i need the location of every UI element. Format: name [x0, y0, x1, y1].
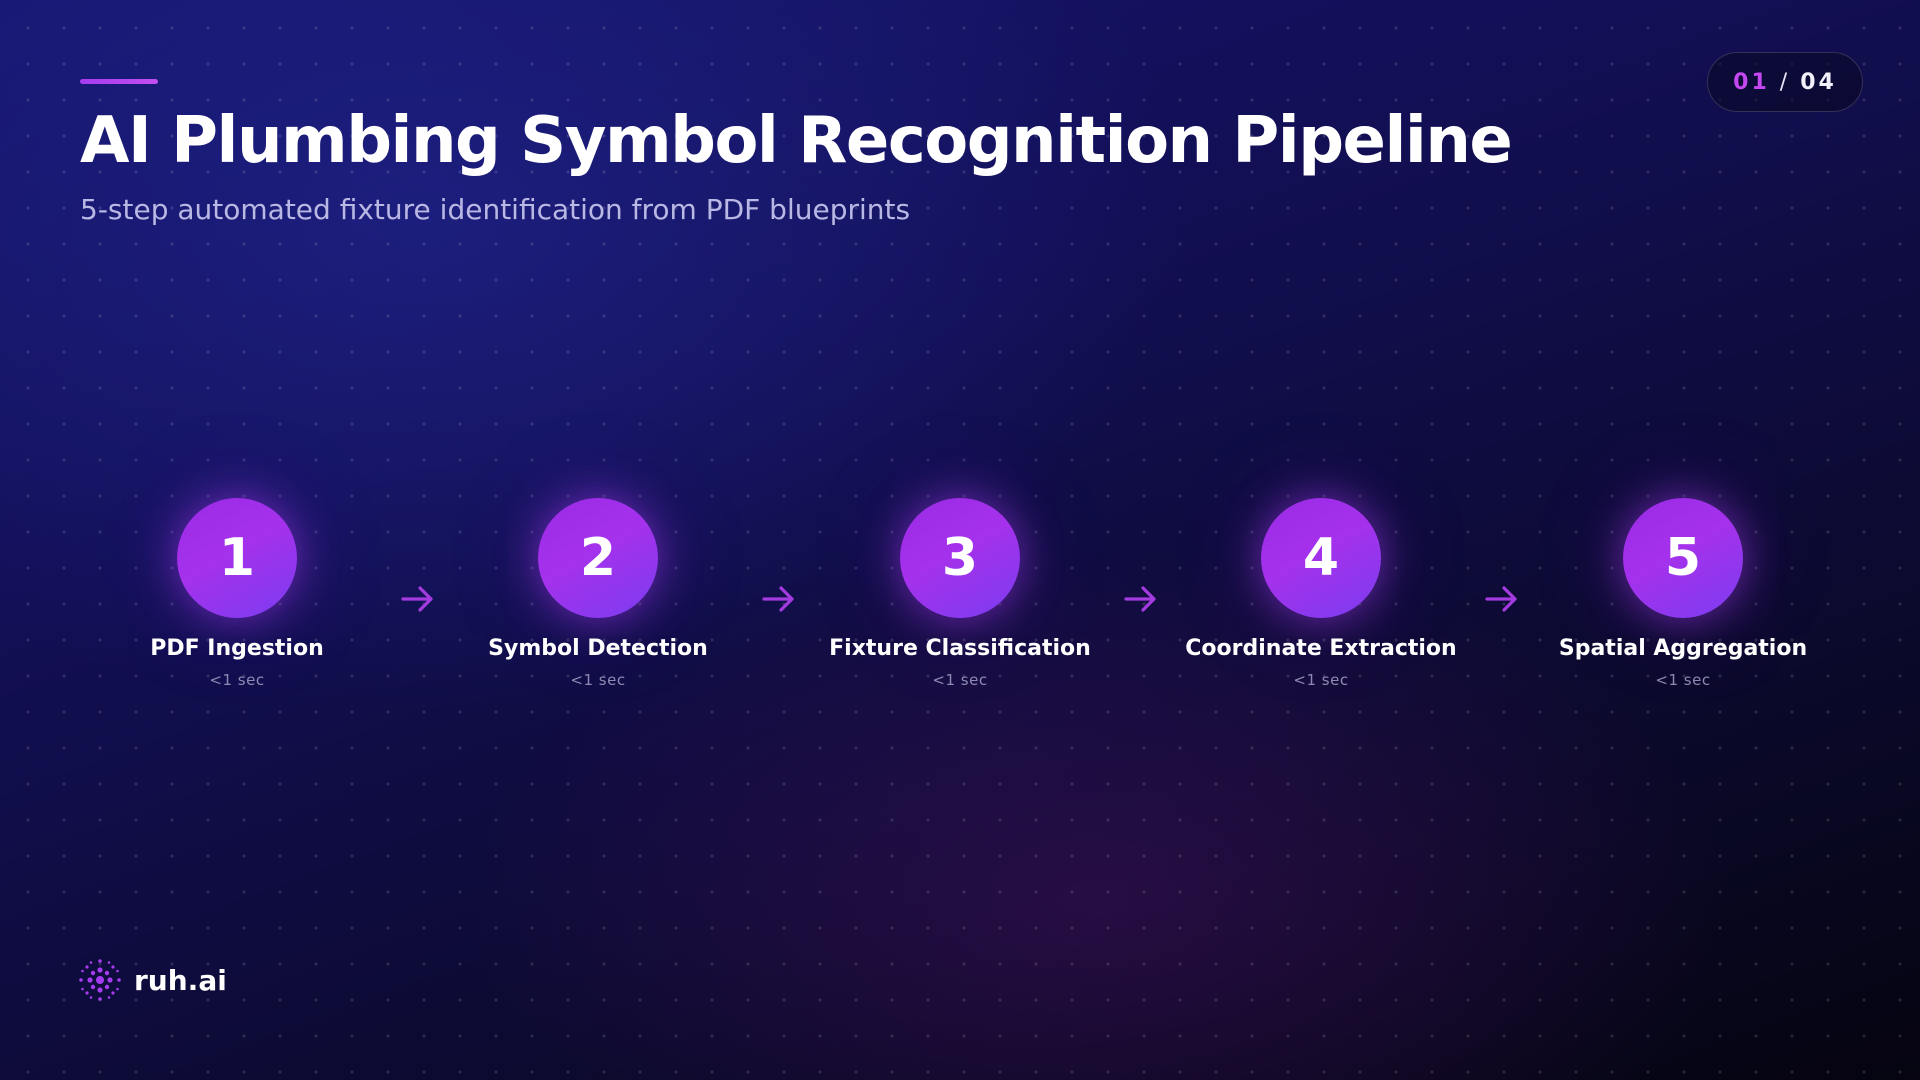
pipeline-step-4: 4 Coordinate Extraction <1 sec [1171, 498, 1471, 689]
page-separator: / [1779, 69, 1791, 95]
step-duration: <1 sec [1293, 671, 1349, 689]
step-number-circle: 2 [538, 498, 658, 618]
page-total: 04 [1800, 69, 1837, 95]
step-duration: <1 sec [932, 671, 988, 689]
step-duration: <1 sec [1655, 671, 1711, 689]
title-accent-bar [80, 79, 158, 84]
arrow-right-icon [762, 586, 794, 612]
arrow-right-icon [1485, 586, 1517, 612]
page-counter: 01 / 04 [1707, 52, 1863, 112]
pipeline-step-2: 2 Symbol Detection <1 sec [448, 498, 748, 689]
step-number-circle: 3 [900, 498, 1020, 618]
step-duration: <1 sec [570, 671, 626, 689]
pipeline-step-1: 1 PDF Ingestion <1 sec [87, 498, 387, 689]
pipeline-step-3: 3 Fixture Classification <1 sec [810, 498, 1110, 689]
pipeline-step-5: 5 Spatial Aggregation <1 sec [1533, 498, 1833, 689]
ruh-logo-icon [79, 959, 121, 1001]
step-label: PDF Ingestion [150, 636, 324, 661]
step-label: Coordinate Extraction [1185, 636, 1457, 661]
step-number-circle: 5 [1623, 498, 1743, 618]
step-number-circle: 4 [1261, 498, 1381, 618]
step-label: Spatial Aggregation [1558, 636, 1808, 661]
brand-name: ruh.ai [134, 963, 227, 997]
step-duration: <1 sec [209, 671, 265, 689]
brand-logo: ruh.ai [78, 958, 227, 1002]
step-label: Fixture Classification [829, 636, 1091, 661]
arrow-right-icon [1124, 586, 1156, 612]
page-subtitle: 5-step automated fixture identification … [80, 193, 911, 226]
step-number-circle: 1 [177, 498, 297, 618]
step-label: Symbol Detection [488, 636, 708, 661]
arrow-right-icon [401, 586, 433, 612]
page-current: 01 [1733, 69, 1770, 95]
page-title: AI Plumbing Symbol Recognition Pipeline [80, 104, 1513, 178]
